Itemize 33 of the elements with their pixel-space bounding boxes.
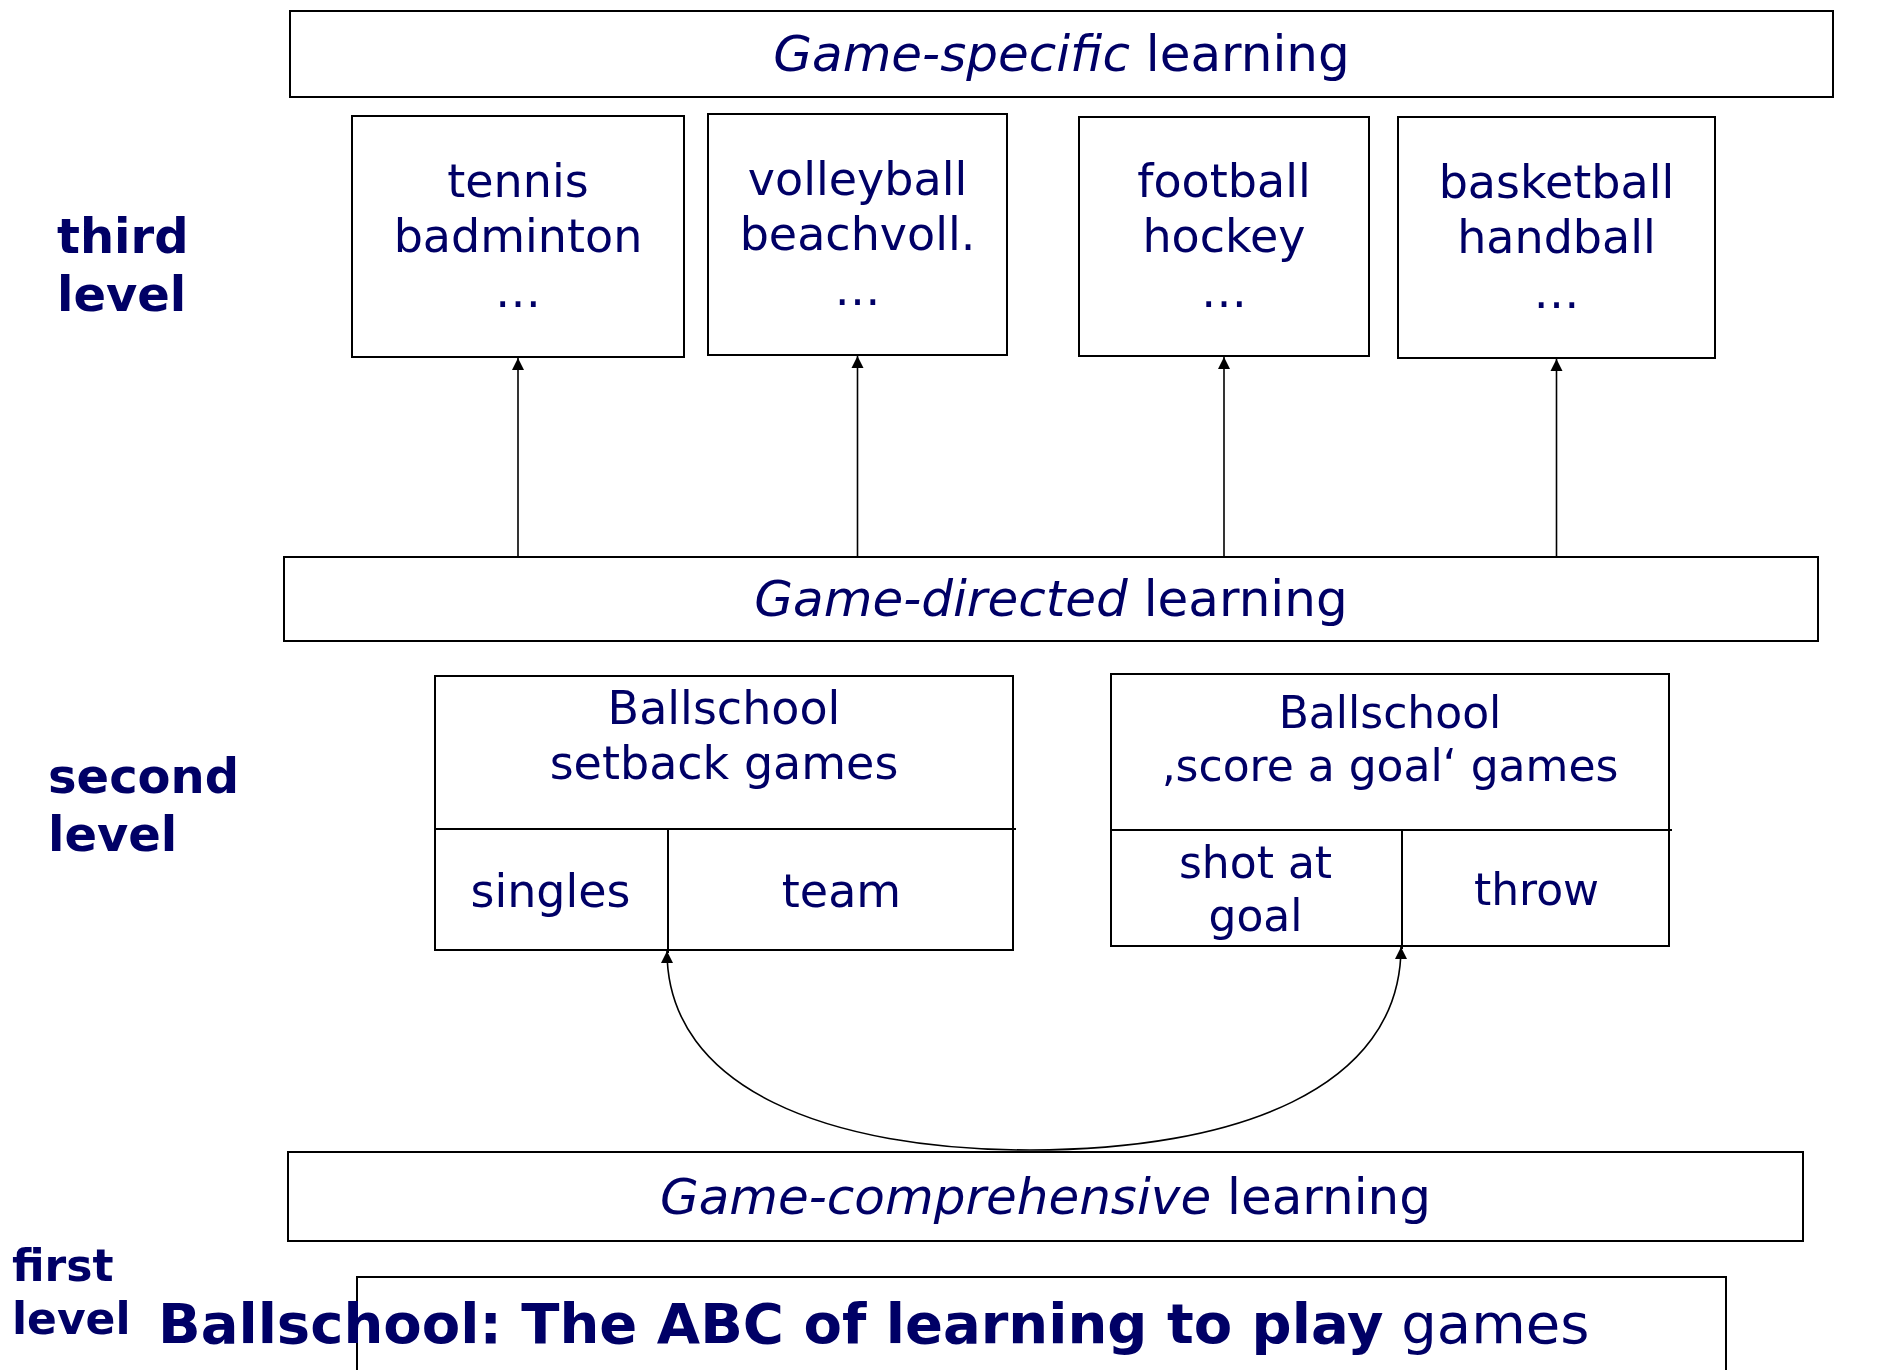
box-text: Game-comprehensive learning (659, 1166, 1431, 1227)
level-label: first level (12, 1240, 131, 1346)
sport-box (351, 115, 685, 358)
arrow (1218, 356, 1230, 557)
arrow (1029, 946, 1406, 1151)
sport-box (1078, 116, 1370, 357)
learning-level-box (287, 1151, 1804, 1242)
box-text: Game-directed learning (754, 569, 1348, 629)
category-cell (434, 828, 669, 953)
arrow (851, 355, 864, 557)
box-text: Ballschool ‚score a goal‘ games (1161, 687, 1619, 793)
sport-box (707, 113, 1008, 356)
learning-level-box (283, 556, 1819, 642)
box-text: basketball handball … (1438, 154, 1675, 321)
category-cell (1110, 829, 1403, 949)
box-text: Game-specific learning (773, 24, 1350, 84)
arrow (1550, 358, 1563, 557)
level-label: third level (57, 208, 189, 324)
box-text: volleyball beachvoll. … (739, 151, 976, 318)
box-text: team (781, 863, 902, 920)
box-text: football hockey … (1137, 153, 1311, 320)
level-label: second level (48, 748, 240, 864)
game-group-box (434, 675, 1014, 951)
arrow (662, 950, 1031, 1151)
box-text: throw (1473, 863, 1600, 917)
learning-level-box (289, 10, 1834, 98)
game-group-box (1110, 673, 1670, 947)
arrow (512, 357, 524, 557)
box-text: tennis badminton … (393, 153, 643, 320)
sport-box (1397, 116, 1716, 359)
box-text: singles (470, 863, 631, 920)
box-text: Ballschool setback games (549, 681, 899, 792)
box-text: shot at goal (1178, 837, 1333, 943)
